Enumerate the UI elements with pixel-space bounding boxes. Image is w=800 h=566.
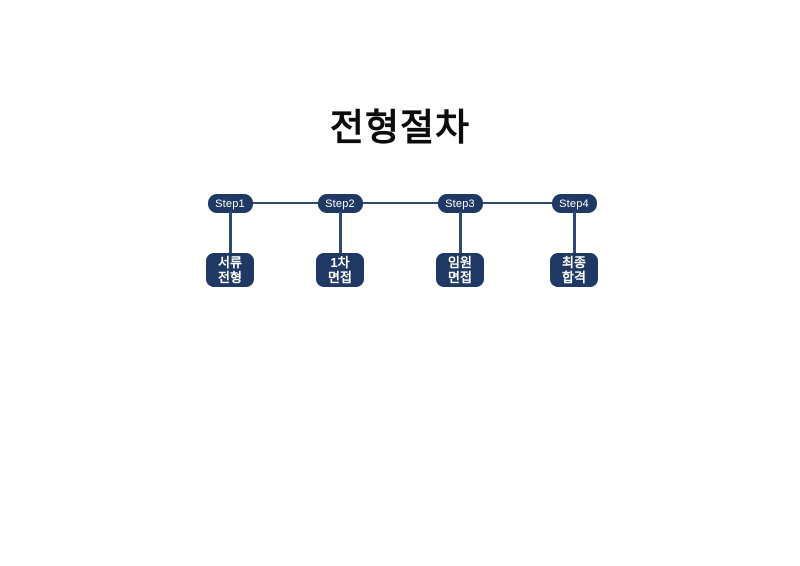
step-badge-label: Step2 xyxy=(325,197,355,210)
step-label-line2: 합격 xyxy=(562,270,586,285)
process-step-2: Step2 1차 면접 xyxy=(305,194,375,287)
horizontal-connector-line xyxy=(230,202,574,204)
step-badge-1: Step1 xyxy=(207,194,253,213)
vertical-connector-line xyxy=(338,211,342,253)
step-label-line2: 면접 xyxy=(448,270,472,285)
process-step-4: Step4 최종 합격 xyxy=(539,194,609,287)
step-badge-2: Step2 xyxy=(317,194,363,213)
process-step-3: Step3 임원 면접 xyxy=(425,194,495,287)
step-label-line1: 서류 xyxy=(218,255,242,270)
step-label-line2: 면접 xyxy=(328,270,352,285)
step-badge-label: Step4 xyxy=(559,197,589,210)
step-label-box-4: 최종 합격 xyxy=(550,253,598,287)
step-label-line2: 전형 xyxy=(218,270,242,285)
step-badge-label: Step3 xyxy=(445,197,475,210)
vertical-connector-line xyxy=(228,211,232,253)
step-badge-4: Step4 xyxy=(551,194,597,213)
step-badge-label: Step1 xyxy=(215,197,245,210)
vertical-connector-line xyxy=(458,211,462,253)
step-label-line1: 1차 xyxy=(330,255,350,270)
step-label-box-1: 서류 전형 xyxy=(206,253,254,287)
step-badge-3: Step3 xyxy=(437,194,483,213)
step-label-line1: 임원 xyxy=(448,255,472,270)
step-label-line1: 최종 xyxy=(562,255,586,270)
step-label-box-2: 1차 면접 xyxy=(316,253,364,287)
process-step-1: Step1 서류 전형 xyxy=(195,194,265,287)
vertical-connector-line xyxy=(572,211,576,253)
page-title: 전형절차 xyxy=(329,107,471,148)
step-label-box-3: 임원 면접 xyxy=(436,253,484,287)
